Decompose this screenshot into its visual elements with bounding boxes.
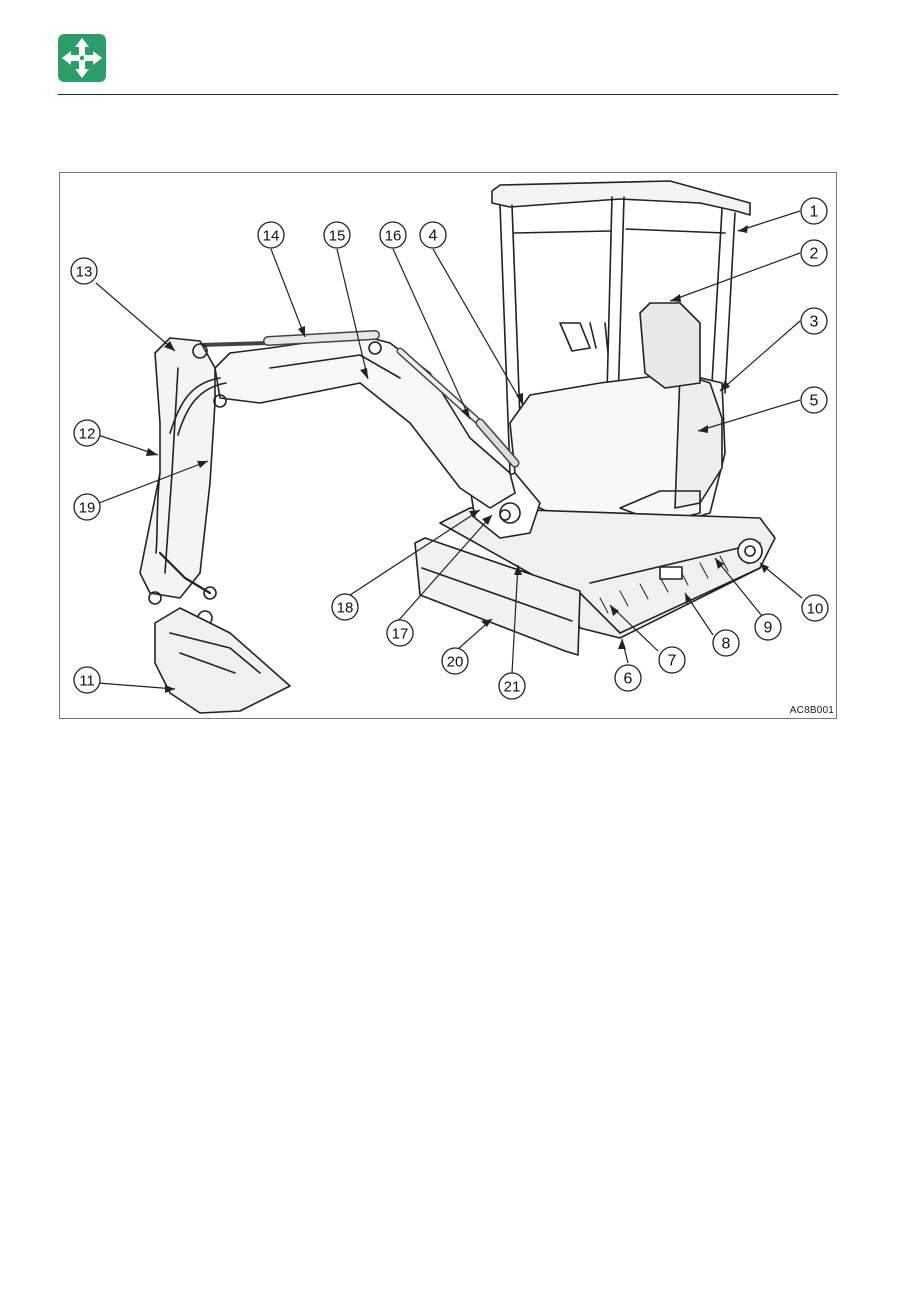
callout-19: 19 xyxy=(73,493,101,521)
callout-number: 4 xyxy=(429,228,438,245)
callout-11: 11 xyxy=(73,666,101,694)
callout-4: 4 xyxy=(419,221,447,249)
header-rule xyxy=(58,94,838,95)
callout-number: 3 xyxy=(810,314,819,331)
callout-number: 1 xyxy=(810,204,819,221)
callout-number: 12 xyxy=(79,426,96,443)
callout-circle xyxy=(800,239,828,267)
callout-number: 16 xyxy=(385,228,402,245)
callout-circle xyxy=(379,221,407,249)
callout-number: 15 xyxy=(329,228,346,245)
callout-3: 3 xyxy=(800,307,828,335)
callout-circle xyxy=(323,221,351,249)
callout-circle xyxy=(754,613,782,641)
callout-number: 5 xyxy=(810,393,819,410)
callout-number: 2 xyxy=(810,246,819,263)
callout-number: 11 xyxy=(79,673,95,690)
callout-14: 14 xyxy=(257,221,285,249)
callout-number: 14 xyxy=(263,228,280,245)
move-arrows-icon xyxy=(58,34,106,82)
callout-number: 17 xyxy=(392,626,409,643)
callout-number: 13 xyxy=(76,264,93,281)
figure-code: AC8B001 xyxy=(789,705,834,716)
callout-circle xyxy=(441,647,469,675)
callout-9: 9 xyxy=(754,613,782,641)
callout-circle xyxy=(801,594,829,622)
callout-circle xyxy=(658,646,686,674)
callout-18: 18 xyxy=(331,593,359,621)
callout-number: 20 xyxy=(447,654,464,671)
callout-circle xyxy=(712,629,740,657)
callout-21: 21 xyxy=(498,672,526,700)
callout-number: 21 xyxy=(504,679,521,696)
callout-circle xyxy=(498,672,526,700)
callout-1: 1 xyxy=(800,197,828,225)
callout-circle xyxy=(800,197,828,225)
callout-circle xyxy=(331,593,359,621)
callout-2: 2 xyxy=(800,239,828,267)
callout-13: 13 xyxy=(70,257,98,285)
callout-circle xyxy=(73,493,101,521)
callout-number: 19 xyxy=(79,500,96,517)
callout-circle xyxy=(73,666,101,694)
callout-number: 10 xyxy=(807,601,824,618)
callout-circle xyxy=(386,619,414,647)
callout-8: 8 xyxy=(712,629,740,657)
callout-circle xyxy=(800,386,828,414)
callout-7: 7 xyxy=(658,646,686,674)
callout-number: 7 xyxy=(668,653,677,670)
callout-circle xyxy=(70,257,98,285)
callout-circle xyxy=(419,221,447,249)
callout-5: 5 xyxy=(800,386,828,414)
callout-6: 6 xyxy=(614,664,642,692)
callout-15: 15 xyxy=(323,221,351,249)
callout-number: 6 xyxy=(624,671,633,688)
callout-10: 10 xyxy=(801,594,829,622)
callout-number: 18 xyxy=(337,600,354,617)
callout-circle xyxy=(73,419,101,447)
callout-number: 9 xyxy=(764,620,773,637)
callout-circle xyxy=(257,221,285,249)
callout-16: 16 xyxy=(379,221,407,249)
callout-17: 17 xyxy=(386,619,414,647)
callout-circle xyxy=(614,664,642,692)
callout-12: 12 xyxy=(73,419,101,447)
callout-20: 20 xyxy=(441,647,469,675)
callout-number: 8 xyxy=(722,636,731,653)
callout-circle xyxy=(800,307,828,335)
